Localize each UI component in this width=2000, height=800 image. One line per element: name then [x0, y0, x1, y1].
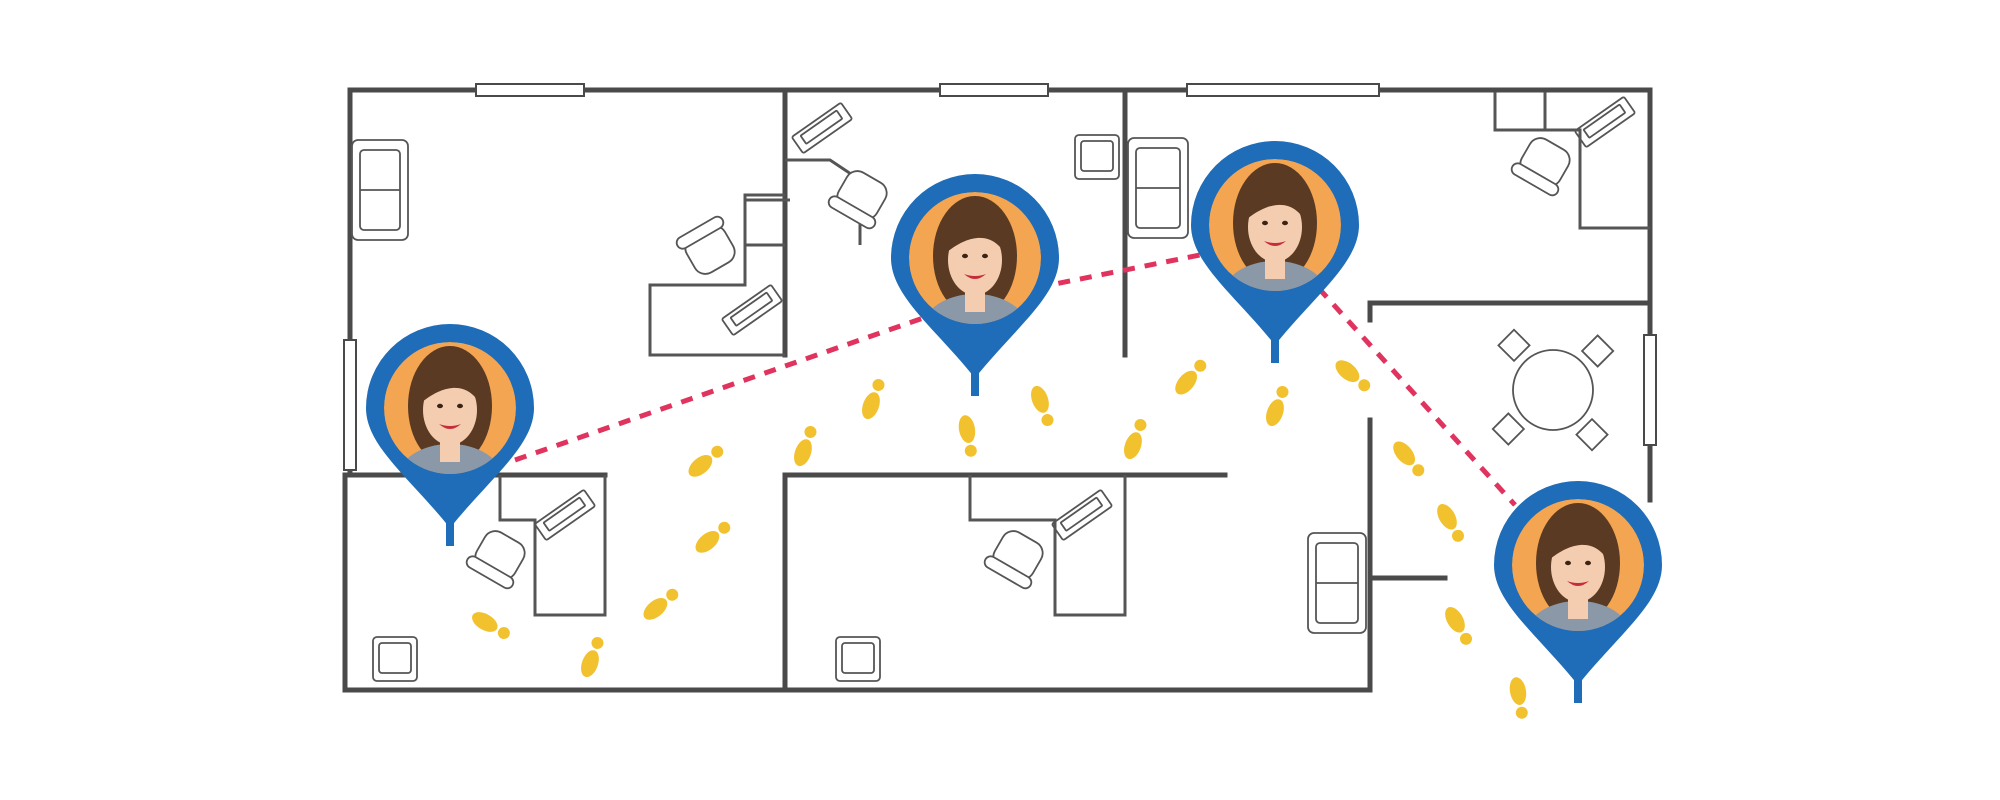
footprint-icon	[688, 445, 724, 477]
desk-computer	[1051, 489, 1113, 541]
footprint-icon	[1124, 418, 1147, 460]
windows	[343, 83, 1657, 471]
person-avatar	[384, 342, 516, 474]
desk-computer	[791, 102, 853, 154]
person-avatar	[1209, 159, 1341, 291]
office-chair	[675, 215, 736, 275]
person-avatar	[909, 192, 1041, 324]
sofa	[351, 139, 409, 241]
window-left	[343, 339, 357, 471]
footprint-icon	[1335, 360, 1371, 392]
footprint-icon	[581, 636, 604, 678]
footprint-icon	[1175, 359, 1207, 395]
sofa	[1307, 532, 1367, 634]
armchair	[835, 636, 881, 682]
office-chair	[827, 170, 888, 230]
location-pin-icon	[1494, 481, 1662, 703]
tracking-path	[514, 237, 1517, 507]
armchair	[1074, 134, 1120, 180]
desk-computer	[534, 489, 596, 541]
person-avatar	[1512, 499, 1644, 631]
window-top-2	[939, 83, 1049, 97]
cubicle-desk	[648, 193, 790, 357]
footprint-icon	[1393, 441, 1425, 477]
sofa	[1127, 137, 1189, 239]
location-pin-icon	[891, 174, 1059, 396]
footprint-icon	[1445, 607, 1472, 645]
window-top-3	[1186, 83, 1380, 97]
footprint-icon	[862, 378, 885, 420]
armchair	[372, 636, 418, 682]
desk-computer	[721, 284, 783, 336]
location-pin-icon	[366, 324, 534, 546]
footprint-icon	[1266, 385, 1289, 427]
cubicle-desk-3	[1493, 92, 1650, 230]
footprint-icon	[1031, 385, 1054, 427]
window-top-1	[475, 83, 585, 97]
footprint-icon	[1437, 504, 1464, 542]
footprint-icon	[643, 588, 679, 620]
footprint-icon	[472, 612, 510, 639]
office-chair	[1510, 137, 1571, 197]
walls	[342, 87, 1653, 693]
cubicle-desk-5	[968, 475, 1127, 617]
footprint-icon	[695, 521, 731, 553]
footprint-icon	[958, 415, 977, 457]
location-pin-icon	[1191, 141, 1359, 363]
desk-computer	[1574, 96, 1636, 148]
office-chair	[465, 530, 526, 590]
cubicle-desk-4	[498, 475, 607, 617]
pins	[366, 141, 1662, 703]
footprint-icon	[1509, 677, 1528, 719]
office-chair	[983, 530, 1044, 590]
footprints	[472, 359, 1528, 719]
furniture	[351, 92, 1650, 682]
meeting-table	[1491, 328, 1615, 452]
window-right	[1643, 334, 1657, 446]
footprint-icon	[794, 425, 817, 467]
